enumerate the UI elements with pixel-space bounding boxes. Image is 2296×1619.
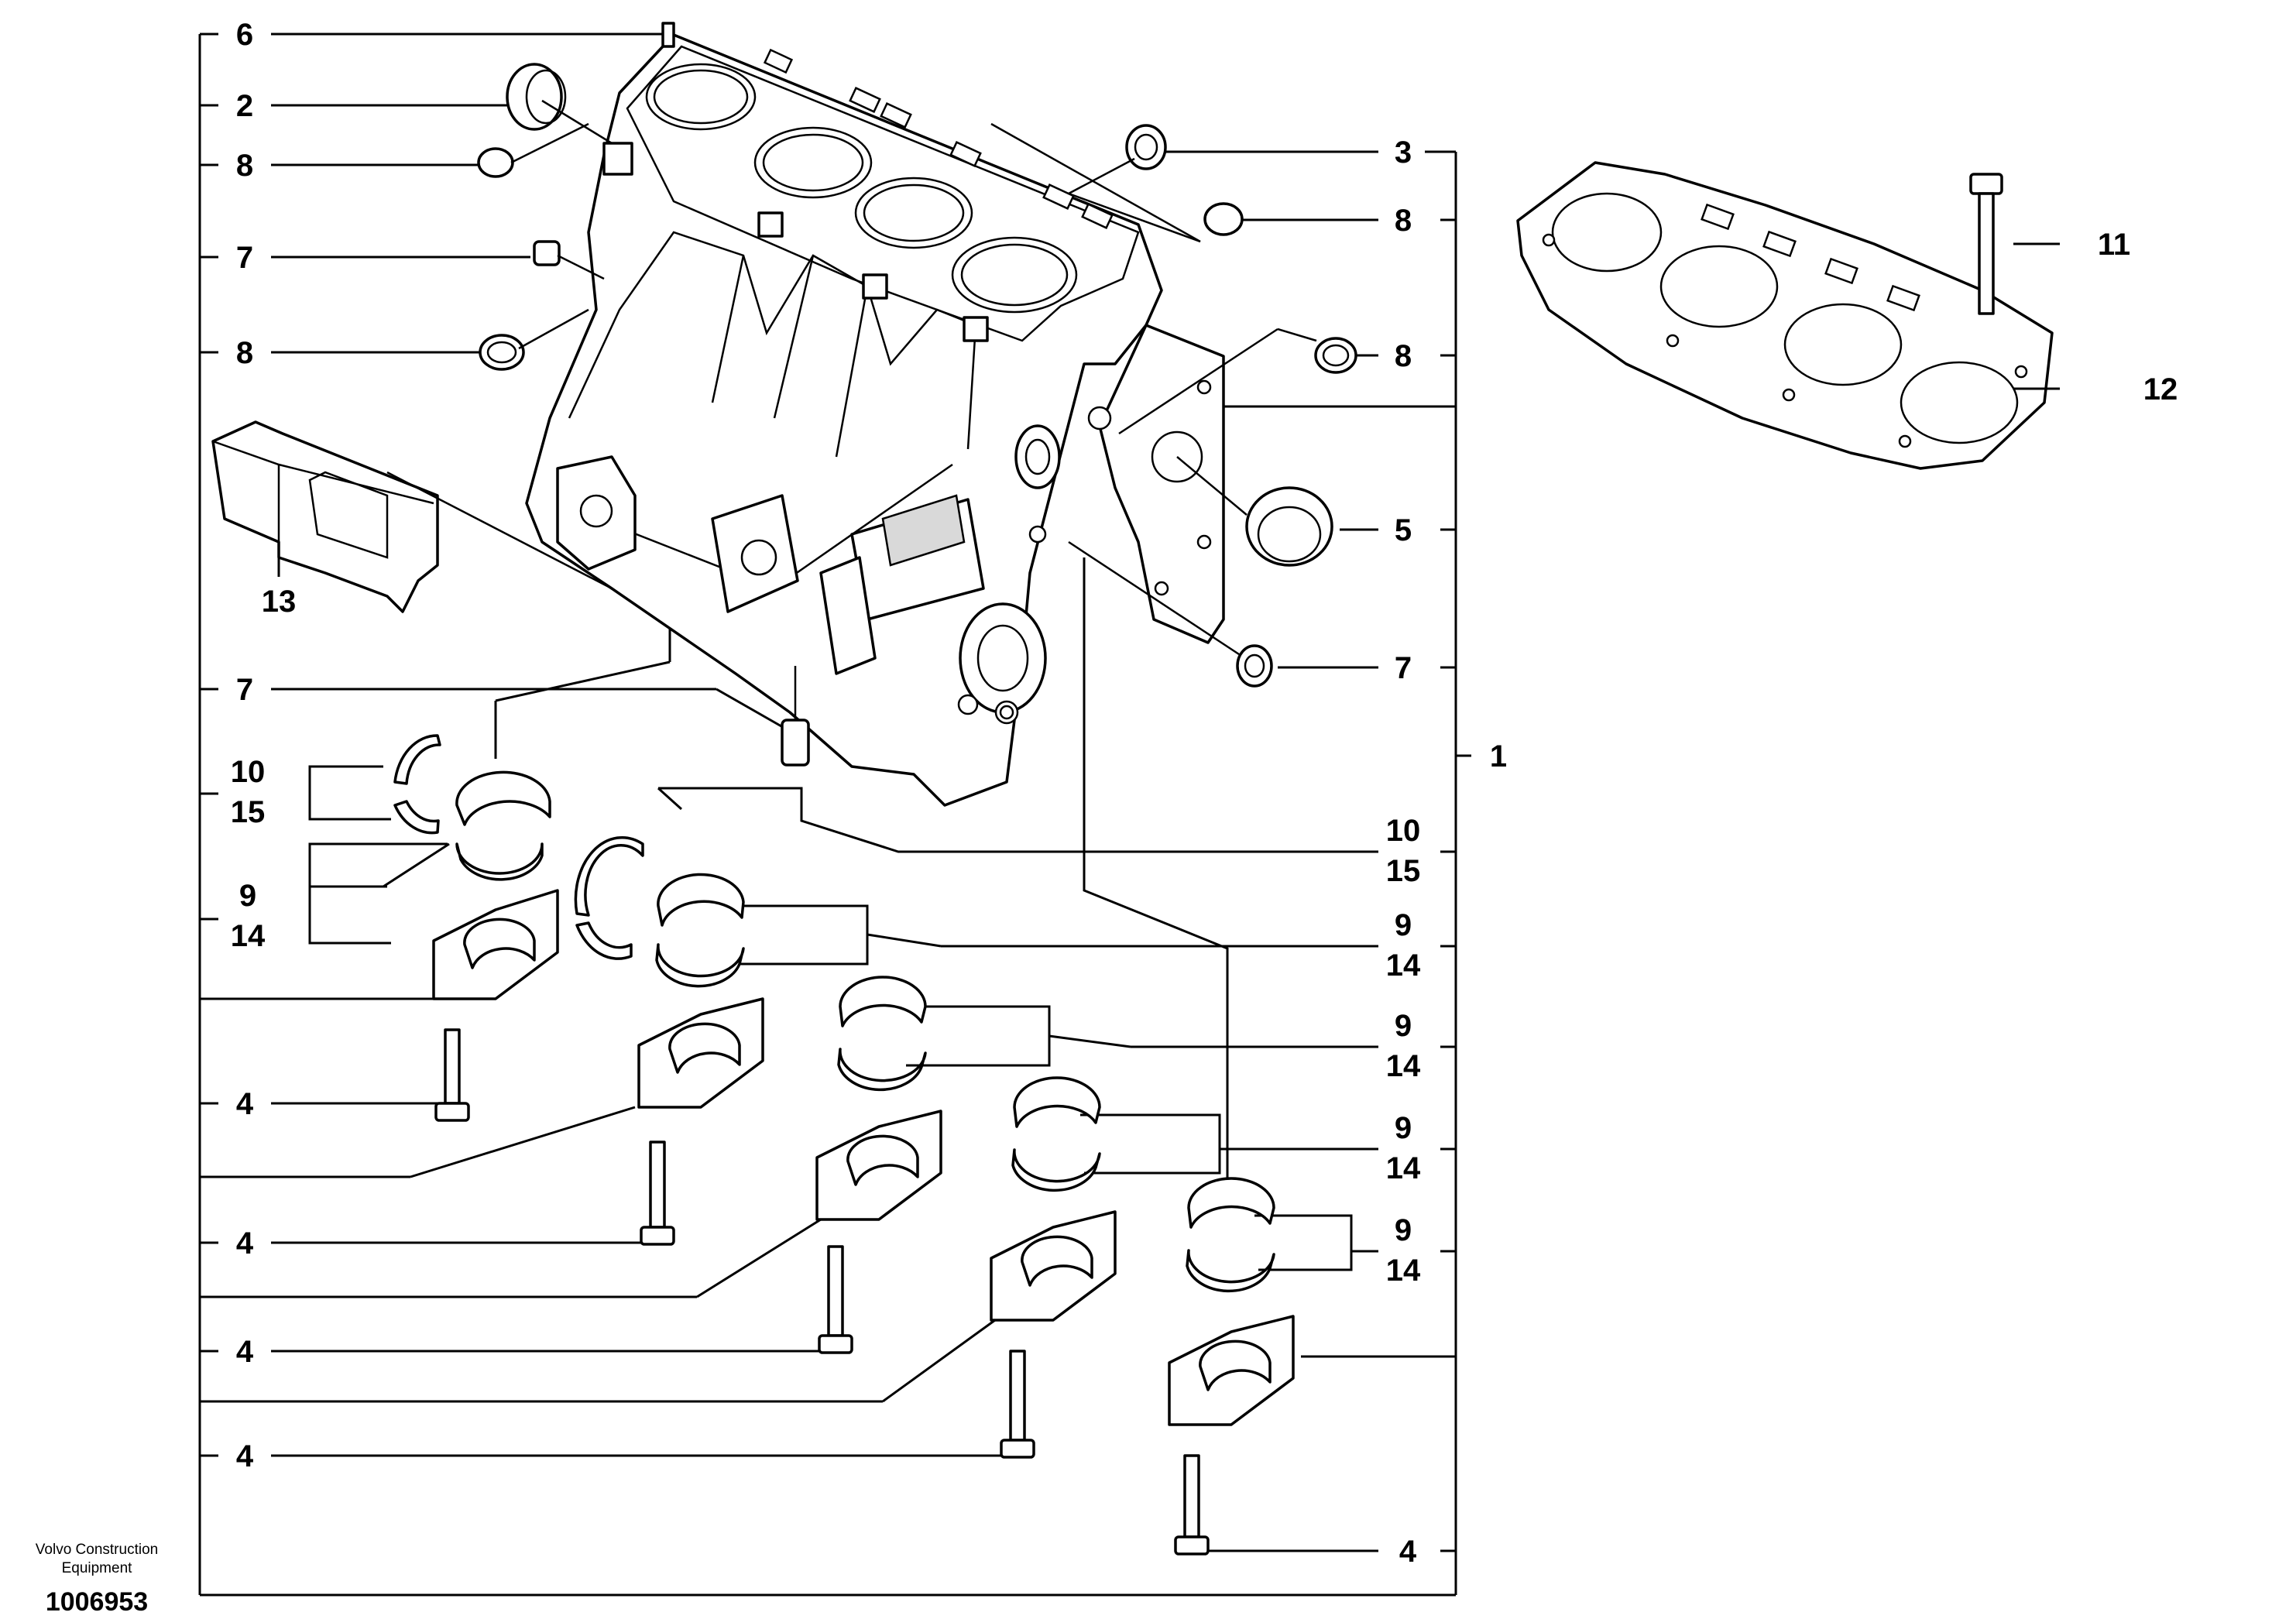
- callout-3: 3: [1395, 135, 1412, 170]
- plugs-and-seals: [477, 22, 1357, 767]
- callout-15-a: 15: [231, 795, 266, 829]
- callout-4-e: 4: [1399, 1535, 1417, 1569]
- maker-label: Volvo Construction Equipment: [0, 1541, 194, 1578]
- callout-14-e: 14: [1386, 1254, 1421, 1288]
- document-number: 1006953: [45, 1587, 149, 1617]
- callout-6: 6: [236, 18, 253, 52]
- callout-14-d: 14: [1386, 1151, 1421, 1185]
- callout-14-c: 14: [1386, 1049, 1421, 1083]
- callout-labels: 6 2 8 7 8 13 7 10 15 9 14 4 4 4 4 3 8 8 …: [231, 18, 2178, 1569]
- callout-8-a: 8: [236, 149, 253, 183]
- bearing-shells: [455, 770, 1275, 1293]
- callout-7-a: 7: [236, 241, 253, 275]
- callout-4-c: 4: [236, 1335, 254, 1369]
- callout-9-b: 9: [1395, 908, 1412, 942]
- callout-4-b: 4: [236, 1226, 254, 1261]
- callout-13: 13: [262, 585, 297, 619]
- head-bolt: [1969, 173, 2060, 390]
- left-leaders: [200, 33, 1014, 1457]
- thrust-washers: [393, 734, 644, 960]
- callout-8-d: 8: [1395, 339, 1412, 373]
- callout-9-c: 9: [1395, 1009, 1412, 1043]
- callout-8-c: 8: [1395, 204, 1412, 238]
- callout-14-b: 14: [1386, 948, 1421, 983]
- callout-4-a: 4: [236, 1087, 254, 1121]
- callout-7-c: 7: [1395, 651, 1412, 685]
- callout-7-b: 7: [236, 673, 253, 707]
- bracket-13: [211, 420, 613, 613]
- callout-9-d: 9: [1395, 1111, 1412, 1145]
- callout-10-a: 10: [231, 755, 266, 789]
- maker-line-2: Equipment: [61, 1560, 132, 1576]
- callout-10-b: 10: [1386, 814, 1421, 848]
- callout-11: 11: [2098, 228, 2130, 262]
- callout-9-e: 9: [1395, 1213, 1412, 1247]
- bearing-caps: [432, 889, 1295, 1426]
- callout-14-a: 14: [231, 919, 266, 953]
- callout-2: 2: [236, 89, 253, 123]
- head-gasket: [1516, 161, 2054, 470]
- callout-15-b: 15: [1386, 854, 1421, 888]
- right-leaders: [657, 150, 1456, 1552]
- main-bearing-bolts: [434, 1028, 1210, 1556]
- cylinder-block: [525, 33, 1225, 807]
- callout-12: 12: [2143, 372, 2178, 406]
- callout-8-b: 8: [236, 336, 253, 370]
- left-callout-bracket: [198, 34, 1471, 1597]
- callout-4-d: 4: [236, 1439, 254, 1473]
- callout-5: 5: [1395, 513, 1412, 547]
- callout-9-a: 9: [239, 879, 256, 913]
- callout-1: 1: [1490, 739, 1507, 773]
- maker-line-1: Volvo Construction: [35, 1542, 159, 1558]
